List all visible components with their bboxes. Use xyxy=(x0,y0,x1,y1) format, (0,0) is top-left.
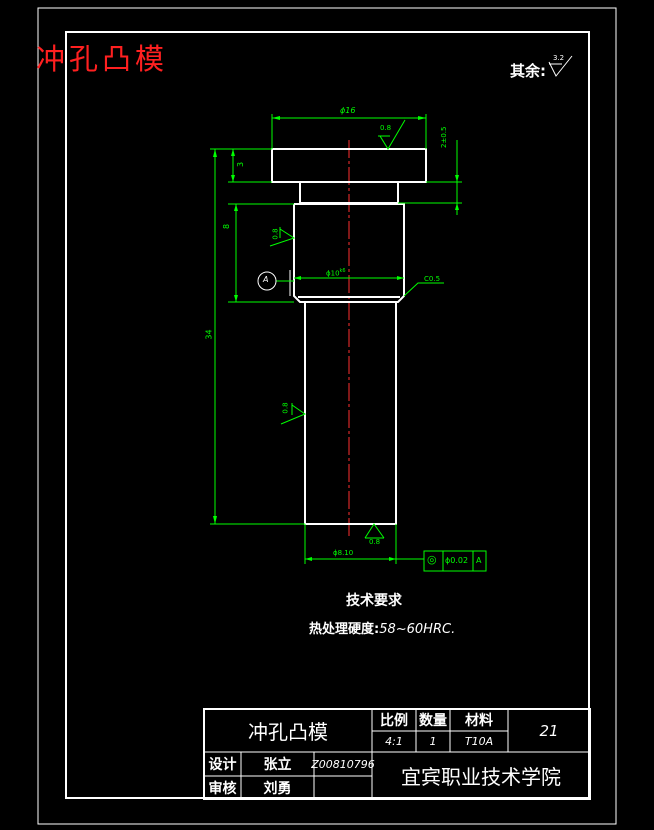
dim-mid-len: 8 xyxy=(222,223,232,230)
tech-requirement: 热处理硬度:58~60HRC. xyxy=(309,618,455,637)
roughness-symbol-icon xyxy=(548,55,573,77)
tb-sheet-no: 21 xyxy=(539,721,559,740)
datum-circle xyxy=(257,271,277,291)
tb-design-label: 设计 xyxy=(208,757,237,773)
dim-mid-dia-value: ϕ10 xyxy=(326,269,340,278)
roughness-value: 3.2 xyxy=(553,54,565,62)
dim-shank-ra: 0.8 xyxy=(281,402,290,414)
roughness-note: 其余: xyxy=(510,60,546,81)
tb-col-material: 材料 xyxy=(465,713,493,729)
drawing-title-red: 冲孔凸模 xyxy=(36,42,169,76)
tb-student-id: Z00810796 xyxy=(311,757,375,771)
outer-border xyxy=(37,7,617,825)
coaxiality-icon: ◎ xyxy=(427,553,437,566)
dim-mid-dia: ϕ10k6 xyxy=(326,268,346,277)
tb-school: 宜宾职业技术学院 xyxy=(401,765,561,789)
dim-bottom-dia: ϕ8.10 xyxy=(333,549,354,557)
inner-border xyxy=(65,31,590,799)
tb-col-qty: 数量 xyxy=(419,713,447,729)
dim-head-h: 3 xyxy=(236,161,246,168)
datum-label: A xyxy=(263,275,269,284)
dim-mid-fit: k6 xyxy=(339,268,346,274)
dim-head-ra: 0.8 xyxy=(380,124,392,132)
roughness-prefix: 其余: xyxy=(510,62,546,80)
dim-head-tol: 2±0.5 xyxy=(440,126,448,148)
tech-heading: 技术要求 xyxy=(346,593,402,609)
dim-mid-ra: 0.8 xyxy=(271,228,280,240)
tech-label: 热处理硬度: xyxy=(309,622,380,637)
tb-review-label: 审核 xyxy=(208,780,237,797)
tb-part-name: 冲孔凸模 xyxy=(248,720,328,744)
dim-chamfer: C0.5 xyxy=(424,275,441,283)
tb-qty: 1 xyxy=(429,735,437,748)
dim-head-dia: ϕ16 xyxy=(340,106,356,115)
dim-bottom-ra: 0.8 xyxy=(369,538,381,546)
title-block-lines xyxy=(203,708,591,800)
dim-total-len: 34 xyxy=(204,329,214,340)
tb-reviewer: 刘勇 xyxy=(263,780,292,797)
tb-material: T10A xyxy=(464,735,494,748)
tb-col-scale: 比例 xyxy=(380,713,408,729)
coaxiality-datum: A xyxy=(476,556,482,565)
tb-scale: 4:1 xyxy=(385,735,403,748)
arrowheads xyxy=(213,116,459,561)
tech-value: 58~60HRC. xyxy=(379,622,456,637)
tb-designer: 张立 xyxy=(263,757,292,773)
coaxiality-value: ϕ0.02 xyxy=(445,556,469,565)
